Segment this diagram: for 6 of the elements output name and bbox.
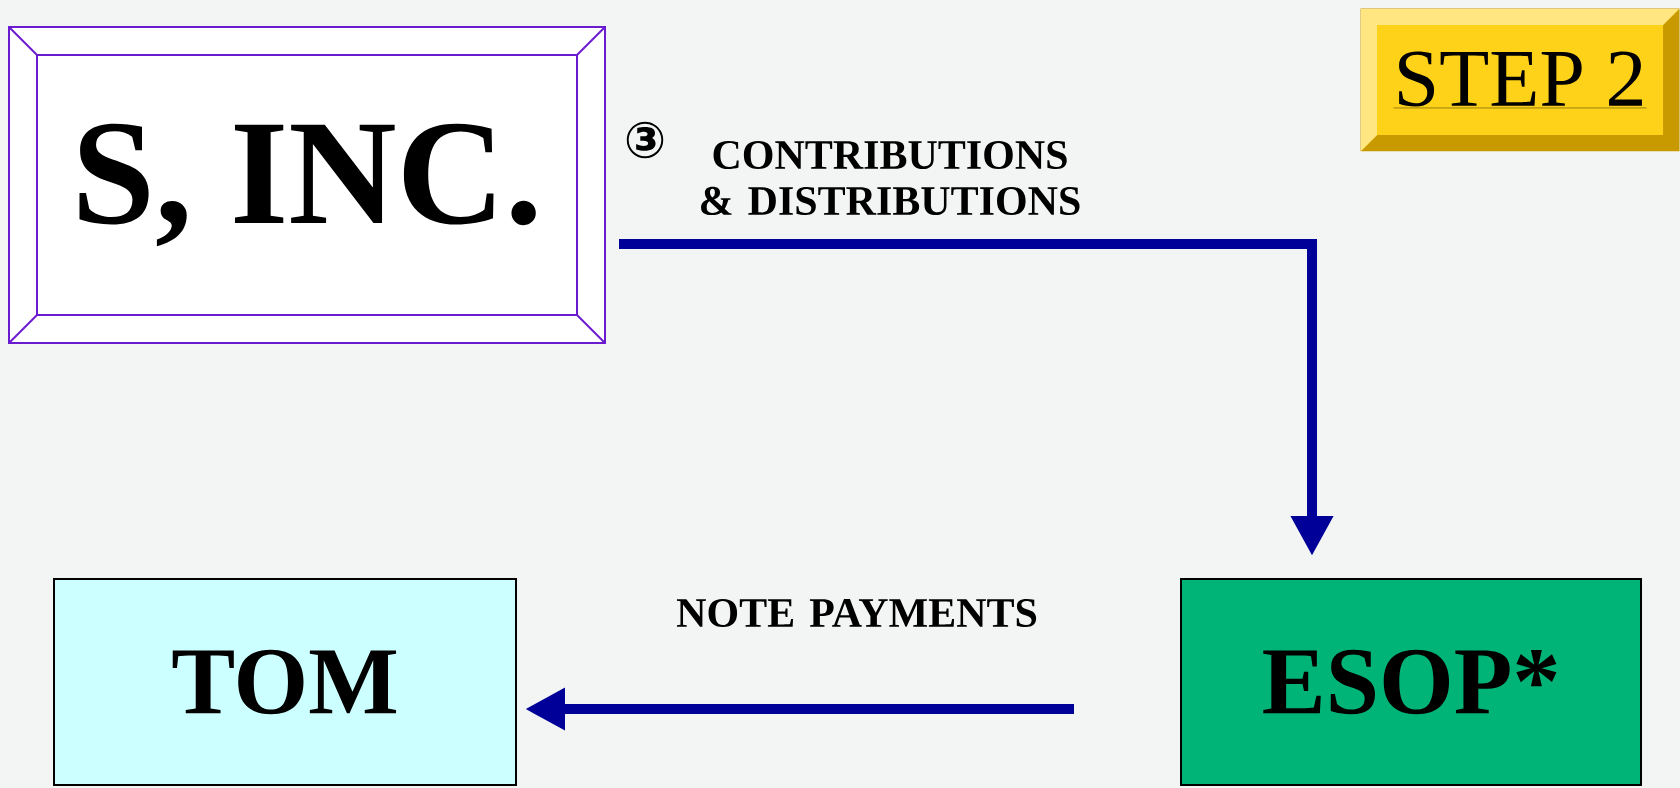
person-box: TOM — [53, 578, 517, 786]
step-button: STEP 2 — [1360, 8, 1680, 152]
edge-label: CONTRIBUTIONS & DISTRIBUTIONS — [701, 140, 1080, 216]
edge-label: NOTE PAYMENTS — [676, 598, 1037, 628]
trust-box: ESOP* — [1180, 578, 1642, 786]
company-box: S, INC. — [8, 26, 606, 344]
